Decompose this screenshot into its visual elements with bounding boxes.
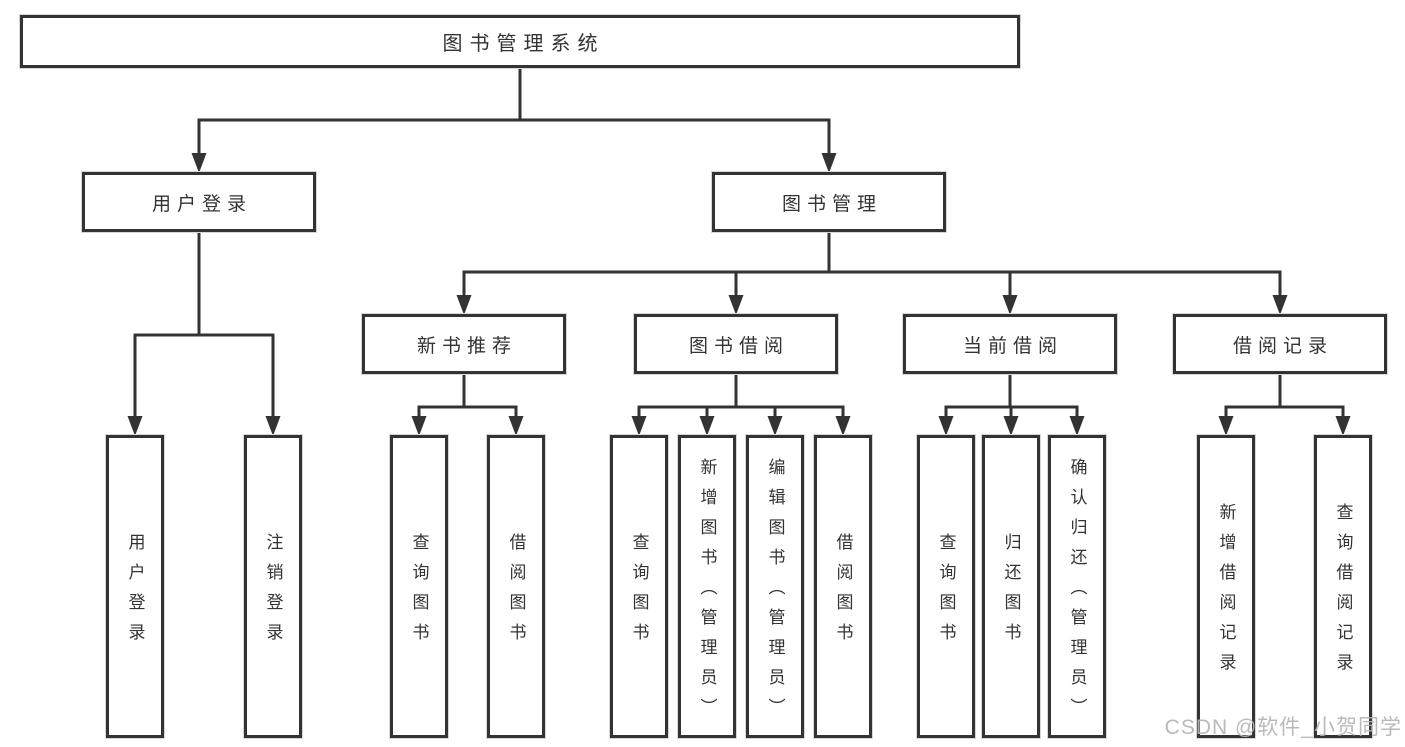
diagram-node-leaf-user-login: 用户登录 [106, 435, 164, 738]
node-label: 确认归还（管理员） [1067, 458, 1087, 728]
node-label: 查询图书 [409, 533, 429, 653]
diagram-node-leaf-add-record: 新增借阅记录 [1197, 435, 1255, 738]
node-label: 查询借阅记录 [1333, 503, 1353, 683]
node-label: 图书管理系统 [442, 33, 605, 55]
diagram-node-leaf-query-book-3: 查询图书 [917, 435, 975, 738]
diagram-node-root: 图书管理系统 [20, 15, 1020, 68]
node-label: 归还图书 [1001, 533, 1021, 653]
diagram-node-leaf-query-book-2: 查询图书 [610, 435, 668, 738]
csdn-watermark: CSDN @软件_小贺同学 [1164, 716, 1402, 739]
arrowhead [938, 416, 954, 436]
arrowhead [1003, 416, 1019, 436]
node-label: 新增借阅记录 [1216, 503, 1236, 683]
diagram-node-leaf-logout: 注销登录 [244, 435, 302, 738]
node-label: 用户登录 [151, 193, 252, 215]
diagram-node-leaf-confirm-return: 确认归还（管理员） [1048, 435, 1106, 738]
diagram-node-current-borrow: 当前借阅 [903, 314, 1117, 374]
arrowhead [1218, 416, 1234, 436]
arrowhead [699, 416, 715, 436]
arrowhead [728, 295, 744, 315]
node-label: 用户登录 [125, 533, 145, 653]
diagram-node-leaf-add-book: 新增图书（管理员） [678, 435, 736, 738]
arrowhead [631, 416, 647, 436]
arrowhead [127, 416, 143, 436]
node-label: 借阅图书 [833, 533, 853, 653]
diagram-node-leaf-borrow-book-1: 借阅图书 [487, 435, 545, 738]
node-label: 编辑图书（管理员） [765, 458, 785, 728]
node-label: 图书管理 [781, 193, 882, 215]
arrowhead [835, 416, 851, 436]
diagram-node-leaf-query-book-1: 查询图书 [390, 435, 448, 738]
arrowhead [821, 153, 837, 173]
node-label: 新书推荐 [416, 335, 517, 357]
diagram-node-leaf-return-book: 归还图书 [982, 435, 1040, 738]
node-label: 图书借阅 [688, 335, 789, 357]
node-label: 注销登录 [263, 533, 283, 653]
diagram-node-user-login: 用户登录 [82, 172, 316, 232]
arrowhead [508, 416, 524, 436]
node-label: 当前借阅 [962, 335, 1063, 357]
diagram-node-borrow-record: 借阅记录 [1173, 314, 1387, 374]
node-label: 借阅图书 [506, 533, 526, 653]
arrowhead [456, 295, 472, 315]
arrowhead [1272, 295, 1288, 315]
arrowhead [411, 416, 427, 436]
arrowhead [767, 416, 783, 436]
diagram-node-leaf-borrow-book-2: 借阅图书 [814, 435, 872, 738]
arrowhead [1335, 416, 1351, 436]
arrowhead [1002, 295, 1018, 315]
node-label: 新增图书（管理员） [697, 458, 717, 728]
node-label: 查询图书 [629, 533, 649, 653]
arrowhead [191, 153, 207, 173]
diagram-node-leaf-query-record: 查询借阅记录 [1314, 435, 1372, 738]
diagram-node-book-borrow: 图书借阅 [634, 314, 838, 374]
arrowhead [1069, 416, 1085, 436]
arrowhead [265, 416, 281, 436]
diagram-node-book-mgmt: 图书管理 [712, 172, 946, 232]
diagram-node-new-book-rec: 新书推荐 [362, 314, 566, 374]
node-label: 查询图书 [936, 533, 956, 653]
diagram-node-leaf-edit-book: 编辑图书（管理员） [746, 435, 804, 738]
node-label: 借阅记录 [1232, 335, 1333, 357]
